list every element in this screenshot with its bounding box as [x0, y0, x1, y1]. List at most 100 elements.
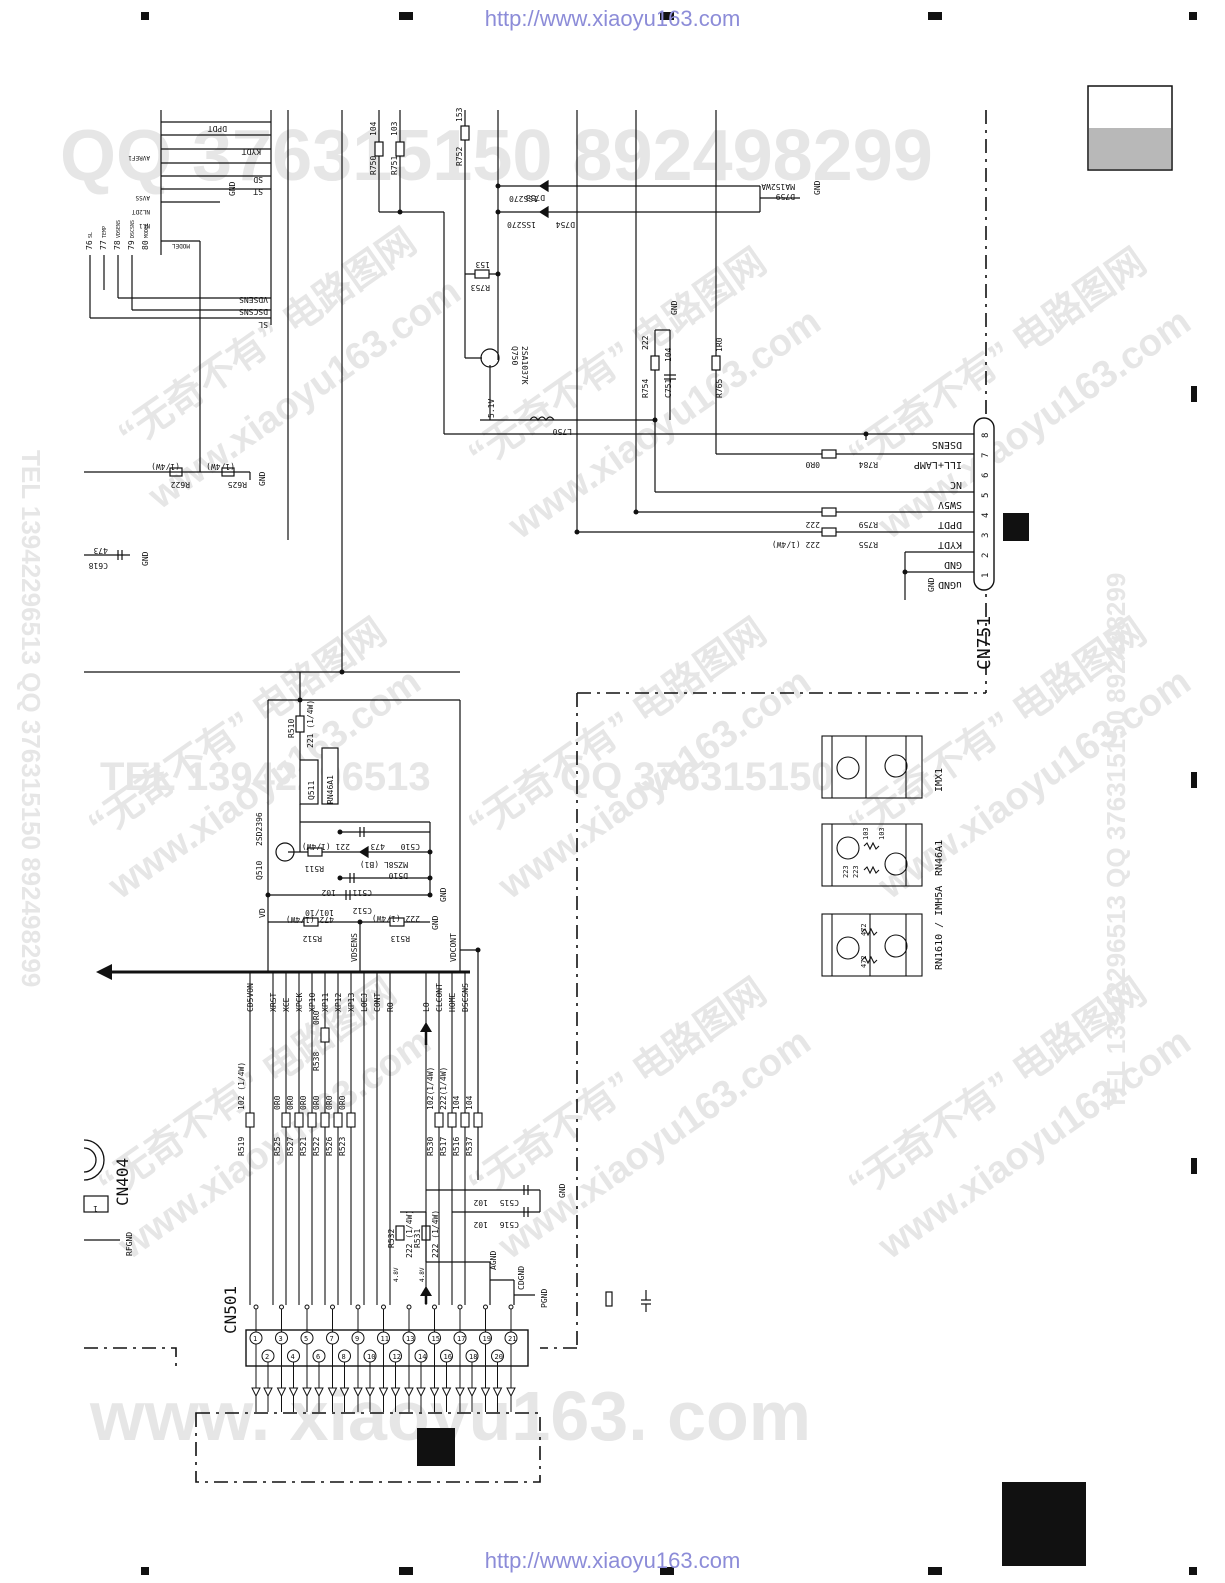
cn501-odd-pin: 13: [406, 1335, 414, 1343]
d759-ref: D759: [776, 192, 795, 201]
gnd-c511: GND: [439, 887, 448, 902]
r511-ref: R511: [305, 864, 324, 873]
c751-ref: C751: [664, 379, 673, 398]
ic-label-gnd: GND: [228, 181, 237, 196]
cn501-pin-dot: [483, 1304, 488, 1310]
v48-a: 4.8V: [393, 1267, 400, 1282]
ic-pinname-80: MODEL: [144, 223, 150, 238]
q511-part: RN46A1: [326, 775, 335, 804]
rfgnd-label: RFGND: [125, 1232, 134, 1256]
resistor-body: [320, 1112, 330, 1128]
c510-ref: C510: [401, 842, 420, 851]
resistor-body: [460, 1112, 470, 1128]
bus-signal-label: CLCONT: [435, 983, 444, 1012]
page-tab-box: [1087, 85, 1173, 171]
registration-marks: [141, 12, 1197, 1575]
cn501-odd-pin: 7: [330, 1335, 334, 1343]
r532-ref: R532: [387, 1229, 396, 1248]
r752-val: 153: [455, 107, 464, 122]
legend-imx1-label: IMX1: [934, 768, 945, 792]
header-url[interactable]: http://www.xiaoyu163.com: [484, 6, 741, 31]
bus-signal-label: XPCK: [295, 993, 304, 1012]
resistor-ref: R538: [312, 1052, 321, 1071]
cn501-arrow: [251, 1387, 261, 1398]
ic-pin-78: 78: [113, 240, 122, 250]
cn751-name-4: DPDT: [938, 519, 962, 530]
r510-val: 221 (1/4W): [306, 700, 315, 748]
cn501-arrow: [492, 1387, 503, 1398]
r765-val: 1R0: [715, 337, 724, 352]
watermark-layer: QQ 376315150 892498299 TEL 13942296513 Q…: [16, 116, 1198, 1455]
r784: [821, 449, 837, 459]
r765-ref: R765: [715, 379, 724, 398]
bus-signal-label: LO: [422, 1002, 431, 1012]
cn501-pin-dot: [304, 1304, 310, 1310]
ic-label-st: ST: [253, 187, 263, 196]
resistor-ref: R519: [237, 1137, 246, 1156]
cn501-odd-pin: 17: [457, 1335, 465, 1343]
bus-signal-label: XP13: [347, 993, 356, 1012]
ic-pinname-76: SL: [88, 232, 94, 238]
gnd-c751: GND: [670, 300, 679, 315]
cn404-pin: 1: [93, 1204, 98, 1213]
r755: [821, 527, 837, 537]
footer-url[interactable]: http://www.xiaoyu163.com: [484, 1548, 741, 1573]
legend-rn46a1-label: RN46A1: [934, 840, 945, 876]
q510-part: 2SD2396: [255, 812, 264, 846]
vdsens-label: VDSENS: [350, 933, 359, 962]
bus-signal-label: RO: [386, 1002, 395, 1012]
resistor-ref: R527: [286, 1137, 295, 1156]
cn501-even-pin: 14: [418, 1353, 426, 1361]
r513: [389, 917, 405, 927]
gnd-c515: GND: [558, 1183, 567, 1198]
ic-label-vdsens: VDSENS: [239, 295, 268, 304]
c512-val: 101/10: [305, 908, 334, 917]
legend-rn1610-v2: 472: [860, 955, 868, 968]
resistor-body: [333, 1112, 343, 1128]
d753-ref: D753: [526, 193, 545, 202]
cn501-arrow: [390, 1387, 401, 1398]
r750-val: 104: [369, 121, 378, 136]
bus-signal-label: CONT: [373, 993, 382, 1012]
resistor-value: 0R0: [338, 1095, 347, 1110]
legend-rn46a1-v1: 103: [862, 827, 870, 840]
cn501-arrow: [288, 1387, 299, 1398]
r532: [395, 1225, 405, 1241]
v51-label: 5.1V: [487, 399, 496, 418]
resistor-ref: R521: [299, 1137, 308, 1156]
pgnd-label: PGND: [540, 1289, 549, 1308]
resistor-body: [473, 1112, 483, 1128]
d510-val: MZS8L (B1): [360, 860, 408, 869]
cn501-odd-pin: 15: [432, 1335, 440, 1343]
cn501-arrow: [404, 1387, 414, 1398]
cn501-odd-pin: 9: [355, 1335, 359, 1343]
resistor-value: 0R0: [325, 1095, 334, 1110]
cn751-pin-2: 2: [981, 553, 991, 558]
cn751-parts: [374, 125, 837, 537]
v48-b: 4.8V: [419, 1267, 426, 1282]
r510: [295, 715, 305, 733]
dashed-borders: [84, 110, 987, 1483]
legend-rn1610-label: RN1610 / IMH5A: [934, 886, 945, 970]
q750-ref: Q750: [510, 346, 519, 365]
cn501-even-pin: 16: [444, 1353, 452, 1361]
r751-ref: R751: [390, 156, 399, 175]
q750: [480, 348, 500, 368]
resistor-ref: R516: [452, 1137, 461, 1156]
r784-val: 0R0: [805, 460, 820, 469]
resistor-value: 0R0: [273, 1095, 282, 1110]
resistor-ref: R522: [312, 1137, 321, 1156]
resistor-value: 104: [452, 1095, 461, 1110]
q511-box: [299, 759, 319, 805]
cn501-even-pin: 4: [291, 1353, 295, 1361]
r753: [474, 269, 490, 279]
cn501-arrow: [314, 1387, 324, 1398]
r625-ref: R625: [228, 480, 247, 489]
c618-ref: C618: [89, 561, 108, 570]
r510-ref: R510: [287, 719, 296, 738]
resistor-ref: R537: [465, 1137, 474, 1156]
cn501-even-pin: 18: [469, 1353, 477, 1361]
cn501-pin-dot: [457, 1304, 463, 1310]
